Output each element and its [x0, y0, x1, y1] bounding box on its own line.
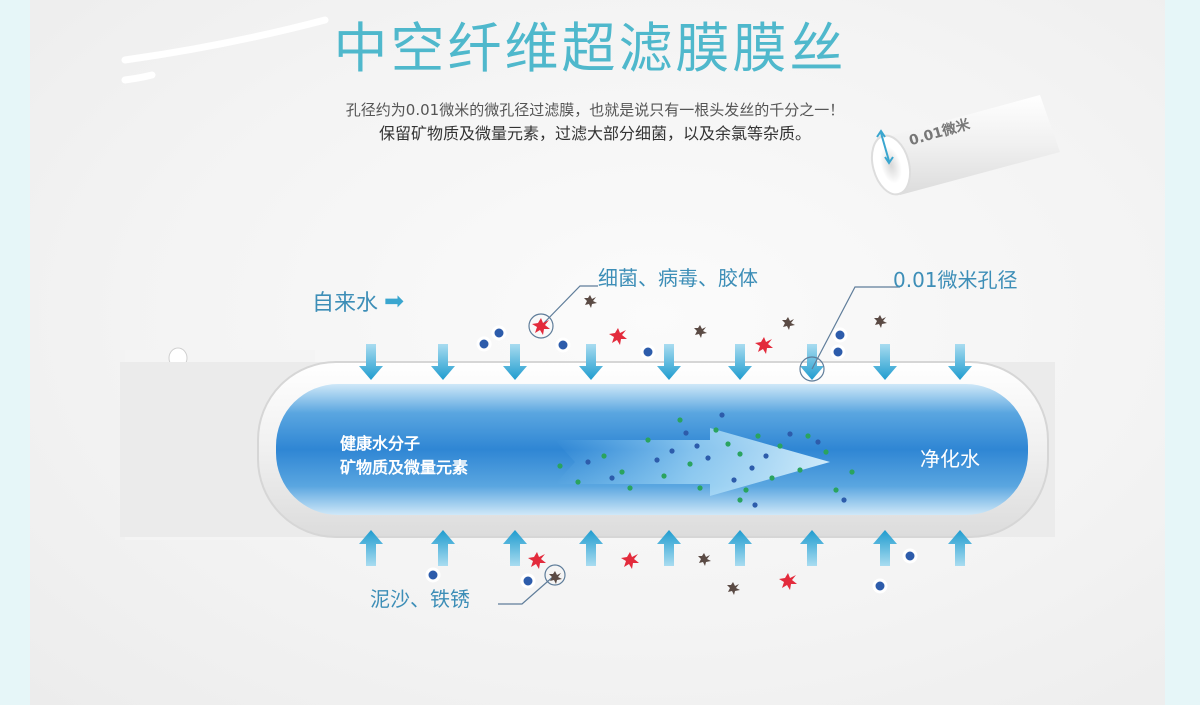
- particles-blue-outside: [425, 325, 918, 594]
- subtitle-line-2: 保留矿物质及微量元素，过滤大部分细菌，以及余氯等杂质。: [378, 124, 811, 143]
- sediment-label: 泥沙、铁锈: [370, 587, 470, 611]
- page-title: 中空纤维超滤膜膜丝: [333, 17, 847, 80]
- pore-size-label: 0.01微米孔径: [893, 268, 1018, 292]
- outflow-label: 净化水: [920, 447, 980, 471]
- flow-arrow: [555, 428, 830, 496]
- fiber-tube-illustration: [870, 95, 1060, 196]
- bacteria-label: 细菌、病毒、胶体: [598, 266, 758, 290]
- inflow-label-group: 自来水 ➡: [312, 285, 404, 317]
- inflow-arrows-bottom: [359, 530, 972, 566]
- inflow-arrows-top: [359, 344, 972, 380]
- particles-red: [528, 318, 797, 590]
- arrow-right-icon: ➡: [384, 287, 405, 315]
- membrane-tube: [120, 361, 1055, 538]
- particles-inside: [557, 412, 855, 508]
- subtitle: 孔径约为0.01微米的微孔径过滤膜，也就是说只有一根头发丝的千分之一！ 保留矿物…: [270, 98, 920, 146]
- fiber-strand-top-left: [121, 16, 329, 84]
- callout-lines: [498, 285, 900, 605]
- inflow-label: 自来水: [312, 291, 379, 316]
- inside-label-minerals: 矿物质及微量元素: [340, 458, 469, 477]
- subtitle-line-1: 孔径约为0.01微米的微孔径过滤膜，也就是说只有一根头发丝的千分之一！: [345, 101, 845, 119]
- inside-label-water-molecules: 健康水分子: [340, 434, 421, 453]
- particles-dark: [549, 295, 887, 595]
